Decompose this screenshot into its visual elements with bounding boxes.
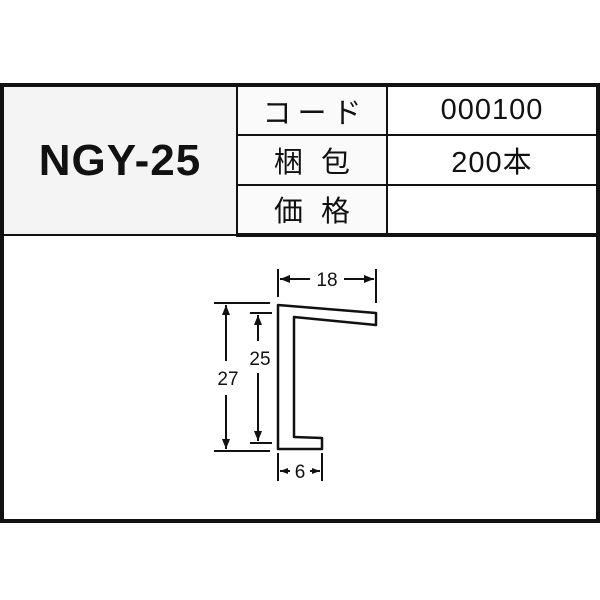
price-label: 価格 [273,194,368,229]
outer-arrow-top [222,305,230,315]
spec-row-price: 価格 [4,183,596,238]
flange-label: 6 [295,462,306,483]
model-cell: NGY-25 [4,87,238,236]
width-arrow-right [364,275,374,283]
width-arrow-left [280,275,290,283]
packing-value-cell: 200本 [386,134,596,186]
price-value-cell [386,183,596,238]
spec-row-code: NGY-25 コード 000100 [4,87,596,236]
outer-arrow-bottom [222,439,230,449]
profile-outline [276,303,378,451]
code-label: コード [262,95,368,130]
packing-label: 梱包 [273,144,368,179]
outer-height-label: 27 [217,369,238,390]
packing-label-cell: 梱包 [237,134,388,186]
flange-arrow-left [280,468,288,474]
profile-drawing: 18 27 25 6 [214,269,378,483]
packing-value: 200本 [451,146,533,179]
code-label-cell: コード [236,87,388,137]
price-label-cell: 価格 [237,183,388,238]
inner-arrow-top [254,315,262,325]
spec-row-packing: 梱包 200本 [4,134,596,186]
flange-arrow-right [312,468,320,474]
code-value: 000100 [440,94,544,127]
inner-height-label: 25 [249,349,270,370]
product-card: NGY-25 コード 000100 梱包 200本 価格 [0,83,600,523]
code-value-cell: 000100 [386,87,596,137]
width-label: 18 [316,270,337,291]
model-name: NGY-25 [38,135,202,185]
inner-arrow-bottom [254,431,262,441]
spec-table: NGY-25 コード 000100 梱包 200本 価格 [4,87,596,238]
